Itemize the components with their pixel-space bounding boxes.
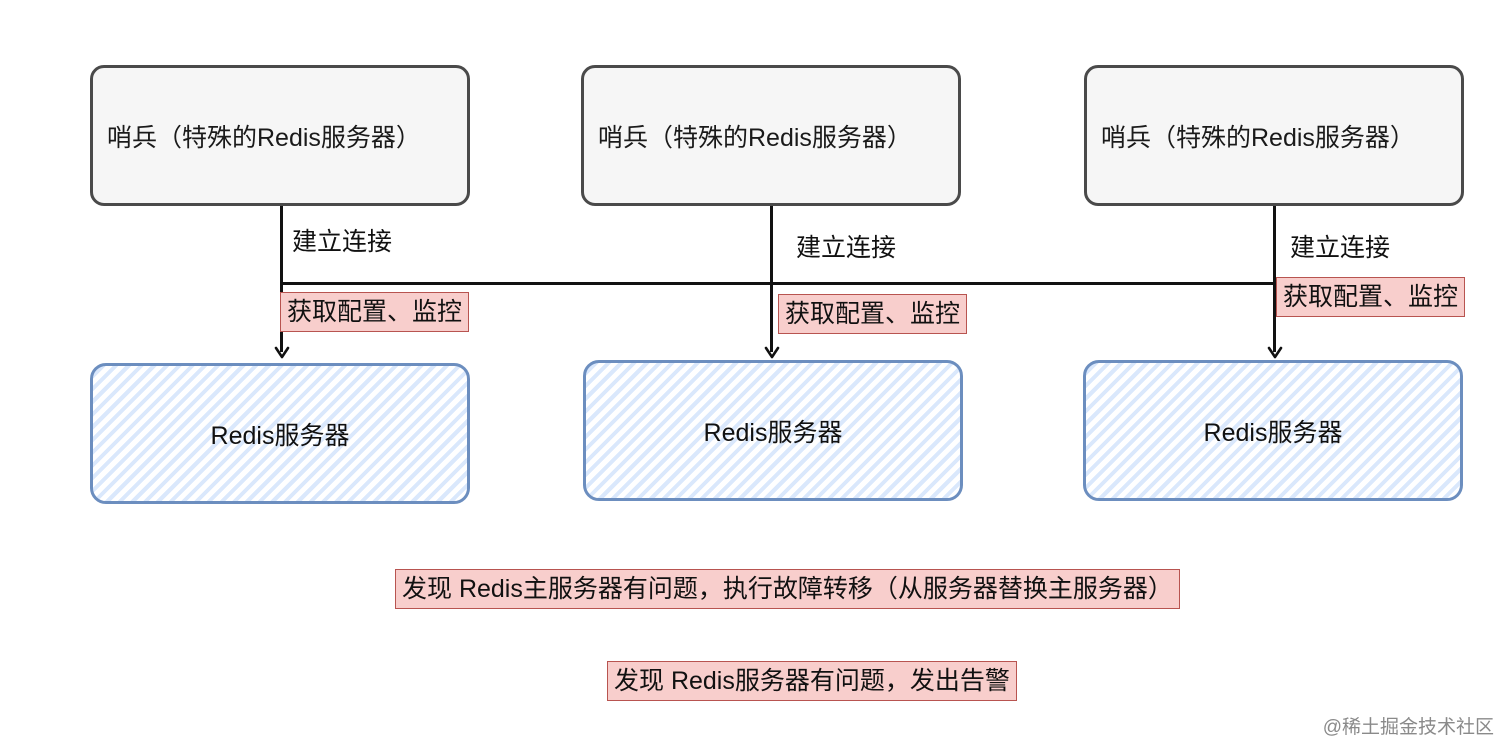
connection-label-3: 建立连接	[1290, 234, 1391, 262]
redis-server-label: Redis服务器	[210, 421, 350, 450]
redis-server-label: Redis服务器	[1203, 418, 1343, 447]
arrow-down-icon	[764, 346, 780, 359]
redis-server-label: Redis服务器	[703, 418, 843, 447]
redis-server-box-1: Redis服务器	[90, 363, 470, 504]
redis-server-box-3: Redis服务器	[1083, 360, 1463, 501]
connection-bus-line	[280, 282, 1277, 285]
connector-line-2	[770, 206, 773, 352]
alert-note: 发现 Redis服务器有问题，发出告警	[607, 661, 1017, 701]
connector-line-1	[280, 206, 283, 352]
sentinel-box-2: 哨兵（特殊的Redis服务器）	[581, 65, 961, 206]
sentinel-label: 哨兵（特殊的Redis服务器）	[107, 123, 421, 152]
sentinel-box-1: 哨兵（特殊的Redis服务器）	[90, 65, 470, 206]
config-monitor-label-1: 获取配置、监控	[280, 292, 470, 332]
watermark: @稀土掘金技术社区	[1322, 717, 1494, 738]
sentinel-label: 哨兵（特殊的Redis服务器）	[598, 123, 912, 152]
config-monitor-label-2: 获取配置、监控	[778, 294, 968, 334]
connection-label-2: 建立连接	[796, 234, 897, 262]
sentinel-label: 哨兵（特殊的Redis服务器）	[1101, 123, 1415, 152]
connector-line-3	[1273, 206, 1276, 352]
config-monitor-label-3: 获取配置、监控	[1276, 277, 1466, 317]
arrow-down-icon	[1267, 346, 1283, 359]
sentinel-box-3: 哨兵（特殊的Redis服务器）	[1084, 65, 1464, 206]
failover-note: 发现 Redis主服务器有问题，执行故障转移（从服务器替换主服务器）	[395, 569, 1180, 609]
arrow-down-icon	[274, 346, 290, 359]
connection-label-1: 建立连接	[292, 228, 393, 256]
redis-server-box-2: Redis服务器	[583, 360, 963, 501]
